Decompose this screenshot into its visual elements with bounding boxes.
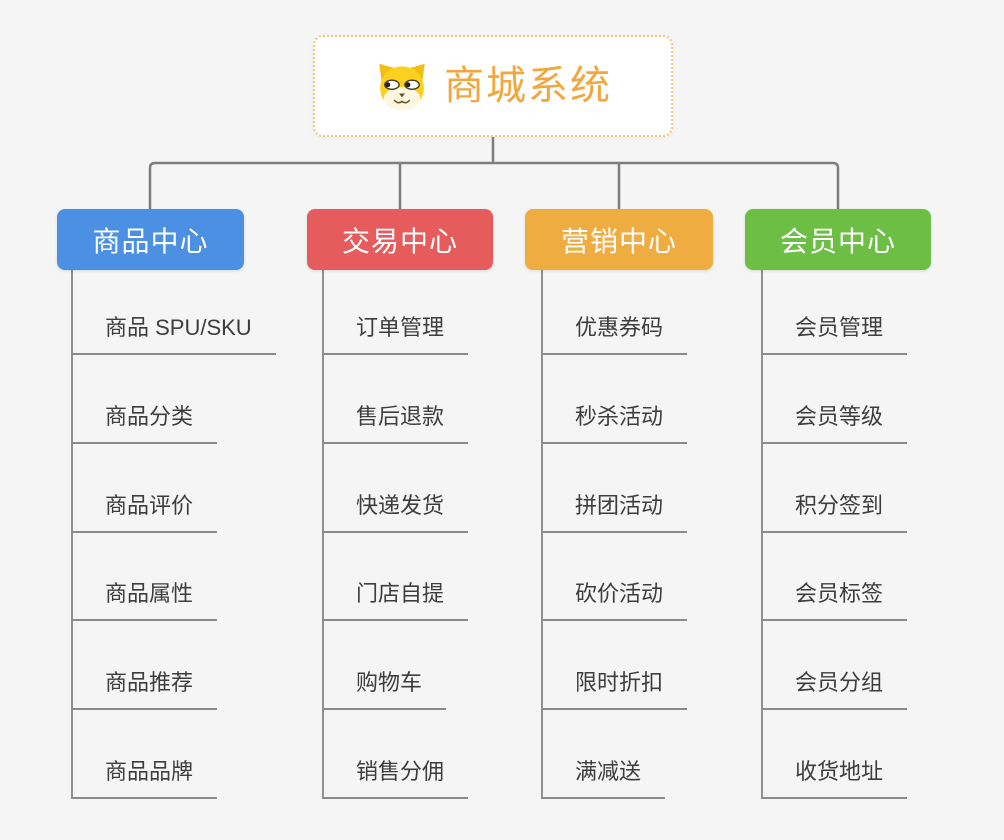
leaf-node[interactable]: 收货地址 bbox=[762, 757, 908, 799]
leaf-node[interactable]: 售后退款 bbox=[323, 402, 469, 444]
branch-node-marketing-center[interactable]: 营销中心 bbox=[525, 209, 713, 270]
branch-label: 商品中心 bbox=[92, 225, 209, 257]
leaf-node[interactable]: 商品属性 bbox=[72, 579, 218, 621]
leaf-node[interactable]: 秒杀活动 bbox=[542, 402, 688, 444]
leaf-node[interactable]: 商品推荐 bbox=[72, 668, 218, 710]
leaf-node[interactable]: 限时折扣 bbox=[542, 668, 688, 710]
branch-node-product-center[interactable]: 商品中心 bbox=[57, 209, 244, 270]
branch-label: 营销中心 bbox=[560, 225, 677, 257]
branch-label: 交易中心 bbox=[341, 225, 458, 257]
leaf-node[interactable]: 订单管理 bbox=[323, 313, 469, 355]
leaf-node[interactable]: 快递发货 bbox=[323, 491, 469, 533]
leaf-node[interactable]: 砍价活动 bbox=[542, 579, 688, 621]
leaf-node[interactable]: 会员分组 bbox=[762, 668, 908, 710]
root-node-label: 商城系统 bbox=[444, 64, 612, 108]
leaf-node[interactable]: 满减送 bbox=[542, 757, 666, 799]
leaf-node[interactable]: 门店自提 bbox=[323, 579, 469, 621]
leaf-node[interactable]: 积分签到 bbox=[762, 491, 908, 533]
branch-label: 会员中心 bbox=[779, 225, 896, 257]
leaf-node[interactable]: 购物车 bbox=[323, 668, 447, 710]
branch-node-member-center[interactable]: 会员中心 bbox=[745, 209, 931, 270]
leaf-node[interactable]: 会员标签 bbox=[762, 579, 908, 621]
branch-node-trade-center[interactable]: 交易中心 bbox=[307, 209, 493, 270]
leaf-node[interactable]: 商品 SPU/SKU bbox=[72, 313, 276, 355]
leaf-node[interactable]: 拼团活动 bbox=[542, 491, 688, 533]
root-node-mall-system[interactable]: 商城系统 bbox=[313, 35, 673, 137]
dog-face-icon bbox=[374, 61, 430, 112]
leaf-node[interactable]: 商品分类 bbox=[72, 402, 218, 444]
leaf-node[interactable]: 销售分佣 bbox=[323, 757, 469, 799]
leaf-node[interactable]: 优惠券码 bbox=[542, 313, 688, 355]
leaf-node[interactable]: 商品品牌 bbox=[72, 757, 218, 799]
leaf-node[interactable]: 会员等级 bbox=[762, 402, 908, 444]
leaf-node[interactable]: 商品评价 bbox=[72, 491, 218, 533]
leaf-node[interactable]: 会员管理 bbox=[762, 313, 908, 355]
